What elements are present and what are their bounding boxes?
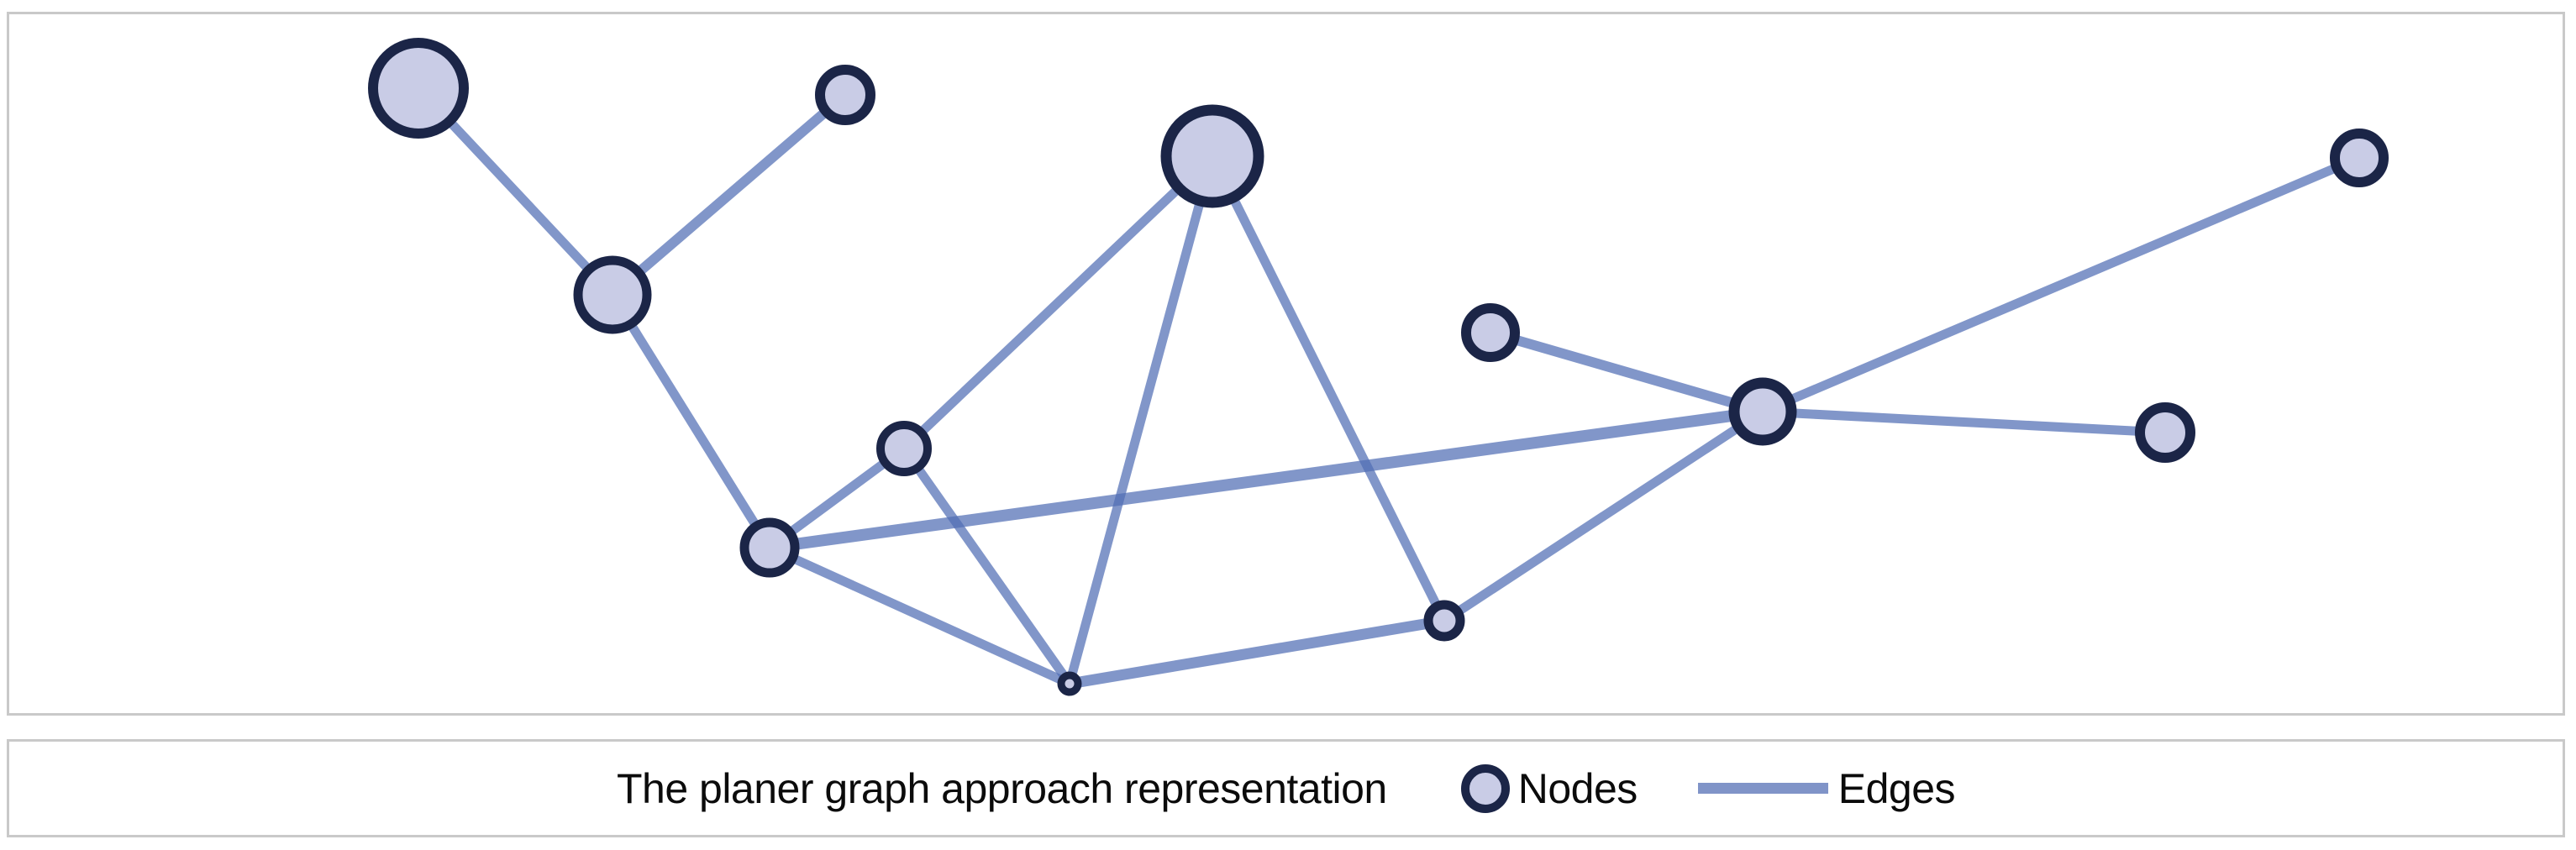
graph-edge-5-7 xyxy=(900,445,1074,687)
graph-edge-10-11 xyxy=(1762,407,2166,438)
graph-node-10 xyxy=(1728,377,1797,446)
edge-line-icon xyxy=(1697,783,1828,794)
graph-node-1 xyxy=(368,38,469,139)
graph-node-11 xyxy=(2135,402,2195,463)
graph-node-4 xyxy=(1160,104,1264,208)
graph-edge-3-6 xyxy=(608,292,774,550)
graph-edge-10-12 xyxy=(1760,153,2362,417)
node-circle-icon xyxy=(1460,763,1510,813)
graph-edge-8-10 xyxy=(1441,407,1766,625)
graph-edge-7-8 xyxy=(1068,615,1446,690)
figure-caption: The planer graph approach representation xyxy=(616,764,1387,812)
graph-edge-2-3 xyxy=(609,91,849,299)
caption-panel: The planer graph approach representation… xyxy=(7,739,2565,837)
graph-node-12 xyxy=(2330,129,2389,187)
legend-edges-label: Edges xyxy=(1837,764,1956,812)
legend-edges-entry: Edges xyxy=(1638,764,1956,813)
graph-node-7 xyxy=(1057,671,1082,696)
graph-node-9 xyxy=(1461,303,1520,362)
legend-nodes-entry: Nodes xyxy=(1387,763,1638,813)
graph-edge-4-8 xyxy=(1208,154,1448,623)
graph-edge-9-10 xyxy=(1489,328,1764,417)
graph-edge-6-10 xyxy=(769,406,1764,554)
graph-node-6 xyxy=(739,517,800,578)
graph-node-3 xyxy=(573,255,652,334)
graph-edge-6-7 xyxy=(767,543,1072,689)
graph-edge-4-7 xyxy=(1065,155,1217,685)
graph-node-8 xyxy=(1423,600,1465,642)
graph-node-2 xyxy=(815,65,875,125)
graph-edge-4-5 xyxy=(901,153,1216,452)
legend-nodes-label: Nodes xyxy=(1517,764,1638,812)
graph-node-5 xyxy=(876,421,932,476)
